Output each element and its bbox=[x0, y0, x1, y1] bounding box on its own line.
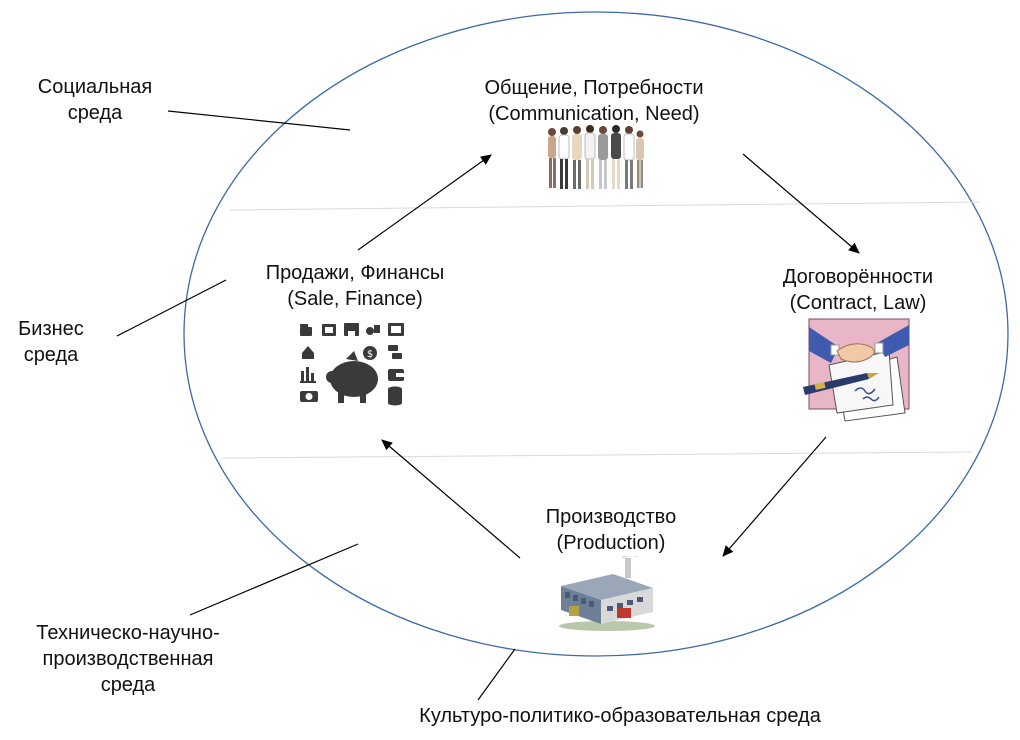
leader-culture bbox=[477, 648, 516, 701]
node-sales: Продажи, Финансы (Sale, Finance) bbox=[220, 260, 490, 312]
handshake-contract-icon bbox=[803, 318, 910, 422]
divider-social-business bbox=[229, 201, 981, 211]
node-contract: Договорённости (Contract, Law) bbox=[740, 264, 976, 316]
svg-text:$: $ bbox=[367, 349, 373, 360]
label-tech-line-1: Техническо-научно- bbox=[36, 622, 220, 644]
finance-piggy-bank-icon: $ bbox=[300, 323, 404, 406]
arrow-production-to-sales bbox=[381, 439, 521, 559]
arrow-communication-to-contract bbox=[742, 153, 860, 254]
node-contract-subtitle: (Contract, Law) bbox=[789, 292, 927, 314]
people-group-icon bbox=[548, 125, 644, 189]
node-communication-title: Общение, Потребности bbox=[484, 77, 704, 99]
label-business-line-2: среда bbox=[23, 344, 79, 366]
node-sales-title: Продажи, Финансы bbox=[265, 262, 445, 284]
leader-tech bbox=[189, 543, 359, 616]
arrow-contract-to-production bbox=[722, 436, 827, 557]
leader-business bbox=[116, 279, 227, 337]
node-production-subtitle: (Production) bbox=[556, 532, 666, 554]
environment-ellipse bbox=[183, 11, 1009, 657]
label-social-line-1: Социальная bbox=[37, 76, 153, 98]
arrow-sales-to-communication bbox=[357, 154, 492, 251]
label-tech-line-2: производственная bbox=[42, 648, 214, 670]
label-social-line-2: среда bbox=[67, 102, 123, 124]
label-culture-environment: Культуро-политико-образовательная среда bbox=[419, 705, 821, 727]
node-sales-subtitle: (Sale, Finance) bbox=[287, 288, 423, 310]
leader-social bbox=[167, 110, 351, 131]
node-contract-title: Договорённости bbox=[782, 266, 934, 288]
factory-icon bbox=[559, 556, 655, 631]
node-production: Производство (Production) bbox=[506, 504, 716, 556]
divider-business-tech bbox=[221, 451, 973, 459]
node-communication-subtitle: (Communication, Need) bbox=[488, 103, 700, 125]
label-social-environment: Социальная среда bbox=[22, 74, 168, 126]
label-tech-environment: Техническо-научно- производственная сред… bbox=[10, 620, 246, 698]
node-production-title: Производство bbox=[545, 506, 677, 528]
label-business-line-1: Бизнес bbox=[18, 318, 84, 340]
label-business-environment: Бизнес среда bbox=[0, 316, 102, 368]
node-communication: Общение, Потребности (Communication, Nee… bbox=[444, 75, 744, 127]
label-tech-line-3: среда bbox=[100, 674, 156, 696]
